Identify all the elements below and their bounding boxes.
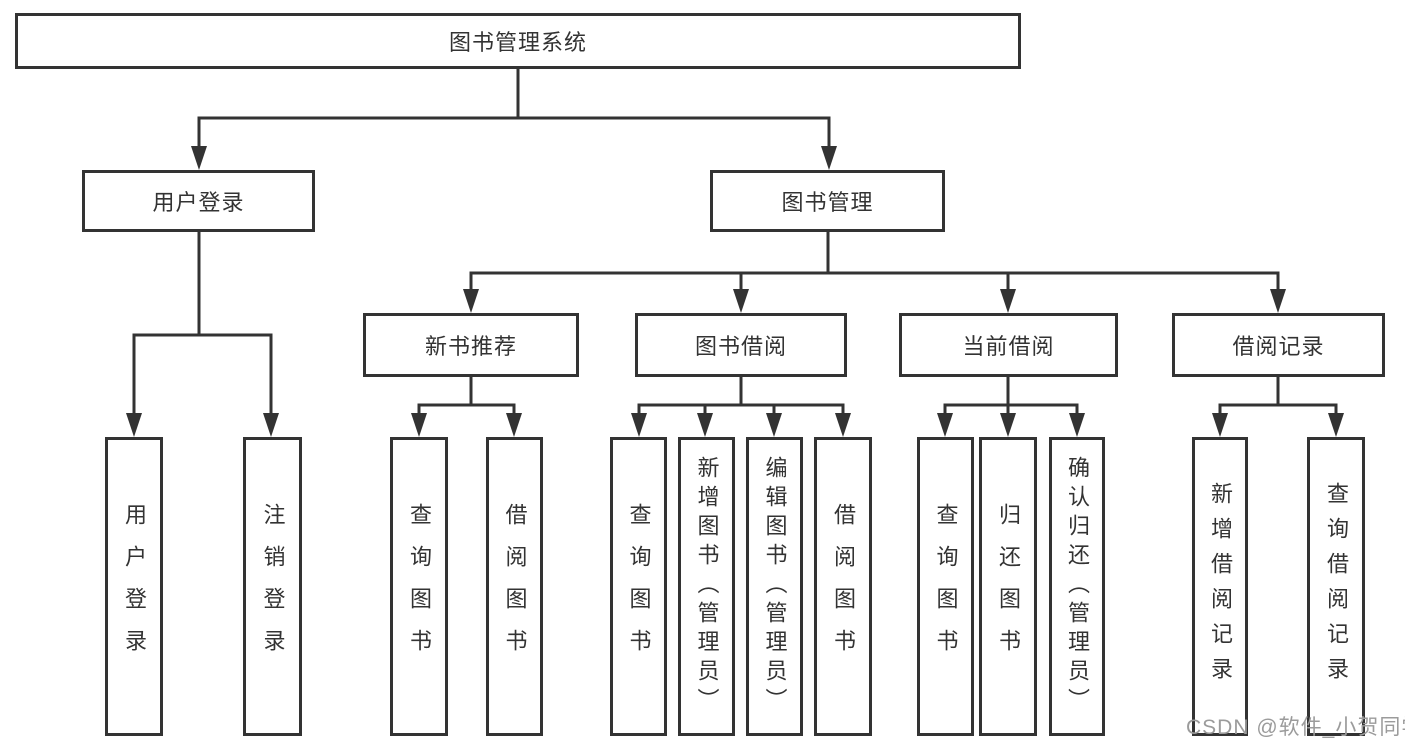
leaf-record-add: 新增借阅记录 — [1192, 437, 1248, 736]
leaf-user-login: 用户登录 — [105, 437, 163, 736]
node-current-borrow: 当前借阅 — [899, 313, 1118, 377]
leaf-borrow-lend: 借阅图书 — [814, 437, 872, 736]
leaf-borrow-edit-admin: 编辑图书（管理员） — [746, 437, 803, 736]
csdn-watermark: CSDN @软件_小贺同学 — [1186, 716, 1405, 739]
leaf-label: 用户登录 — [122, 502, 147, 671]
node-label: 用户登录 — [152, 190, 245, 215]
leaf-label: 归还图书 — [996, 502, 1021, 671]
node-label: 借阅记录 — [1232, 334, 1325, 359]
node-book-management-branch: 图书管理 — [710, 170, 945, 232]
node-root-label: 图书管理系统 — [448, 30, 587, 55]
leaf-current-return: 归还图书 — [979, 437, 1037, 736]
leaf-record-query: 查询借阅记录 — [1307, 437, 1365, 736]
leaf-newbook-query: 查询图书 — [390, 437, 448, 736]
leaf-label: 查询图书 — [626, 502, 652, 671]
leaf-label: 查询借阅记录 — [1324, 481, 1349, 692]
node-root-system: 图书管理系统 — [15, 13, 1021, 69]
leaf-label: 新增图书（管理员） — [694, 456, 720, 717]
leaf-borrow-query: 查询图书 — [610, 437, 667, 736]
leaf-borrow-add-admin: 新增图书（管理员） — [678, 437, 735, 736]
leaf-label: 查询图书 — [933, 502, 959, 671]
leaf-label: 查询图书 — [407, 502, 432, 671]
leaf-logout: 注销登录 — [243, 437, 302, 736]
node-user-login-branch: 用户登录 — [82, 170, 315, 232]
node-book-borrow: 图书借阅 — [635, 313, 847, 377]
leaf-label: 确认归还（管理员） — [1065, 456, 1090, 717]
leaf-label: 新增借阅记录 — [1208, 481, 1233, 692]
leaf-current-confirm-admin: 确认归还（管理员） — [1049, 437, 1105, 736]
node-label: 当前借阅 — [962, 334, 1055, 359]
leaf-label: 借阅图书 — [831, 502, 856, 671]
leaf-label: 借阅图书 — [502, 502, 528, 671]
leaf-newbook-borrow: 借阅图书 — [486, 437, 543, 736]
node-label: 新书推荐 — [424, 334, 517, 359]
leaf-label: 注销登录 — [260, 502, 286, 671]
node-borrow-record: 借阅记录 — [1172, 313, 1385, 377]
node-label: 图书借阅 — [694, 334, 787, 359]
leaf-current-query: 查询图书 — [917, 437, 974, 736]
leaf-label: 编辑图书（管理员） — [762, 456, 788, 717]
node-label: 图书管理 — [781, 190, 874, 215]
node-new-book-recommend: 新书推荐 — [363, 313, 579, 377]
